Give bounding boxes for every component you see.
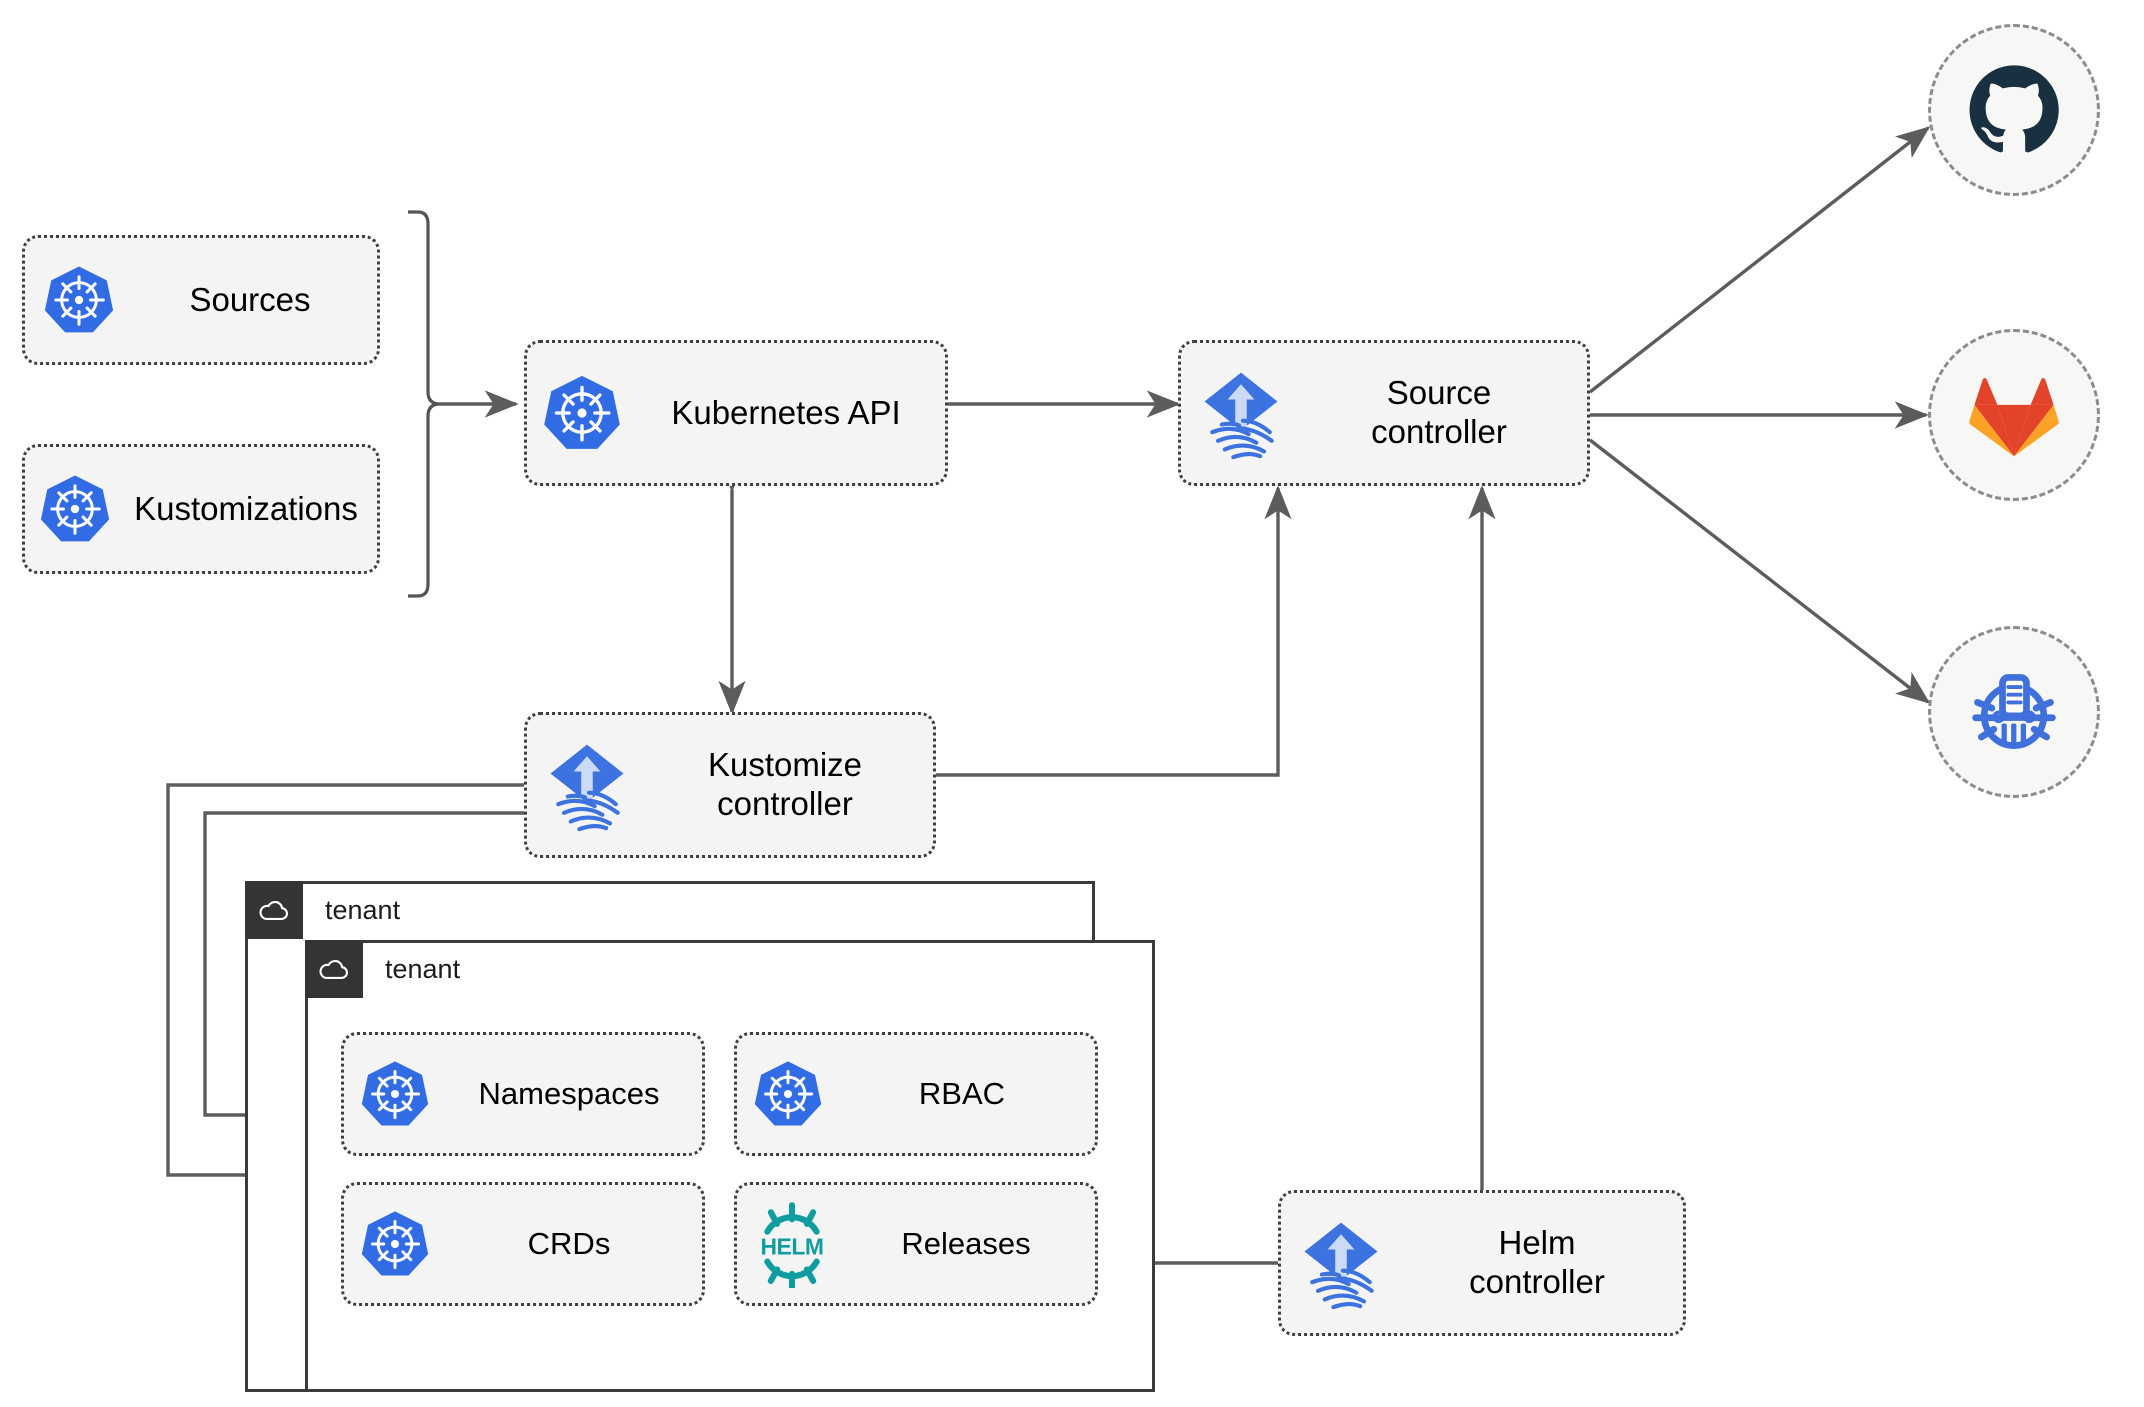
cloud-icon xyxy=(245,881,303,939)
node-source-controller[interactable]: Source controller xyxy=(1178,340,1590,486)
node-label: Kustomize controller xyxy=(707,746,863,822)
node-kubernetes-api[interactable]: Kubernetes API xyxy=(524,340,948,486)
svg-text:HELM: HELM xyxy=(760,1234,823,1260)
node-rbac[interactable]: RBAC xyxy=(734,1032,1098,1156)
github-icon xyxy=(1969,65,2059,153)
node-label: RBAC xyxy=(918,1075,1006,1111)
kubernetes-icon xyxy=(527,372,637,454)
node-label: Namespaces xyxy=(478,1075,660,1111)
node-helm-controller[interactable]: Helm controller xyxy=(1278,1190,1686,1336)
tenant-header: tenant xyxy=(245,881,400,939)
kubernetes-icon xyxy=(25,472,125,546)
flux-icon xyxy=(1181,365,1301,461)
tenant-label: tenant xyxy=(325,895,401,925)
helm-icon: HELM xyxy=(737,1200,847,1288)
node-namespaces[interactable]: Namespaces xyxy=(341,1032,705,1156)
provider-gitlab[interactable] xyxy=(1928,329,2100,501)
node-kustomizations[interactable]: Kustomizations xyxy=(22,444,380,574)
cloud-icon xyxy=(305,940,363,998)
kubernetes-icon xyxy=(344,1058,446,1130)
node-label: Releases xyxy=(901,1225,1031,1261)
tenant-container-front: tenant xyxy=(305,940,1155,1392)
provider-github[interactable] xyxy=(1928,24,2100,196)
kubernetes-icon xyxy=(737,1058,839,1130)
node-sources[interactable]: Sources xyxy=(22,235,380,365)
flux-icon xyxy=(1281,1215,1401,1311)
gitlab-icon xyxy=(1969,378,2059,457)
node-kustomize-controller[interactable]: Kustomize controller xyxy=(524,712,936,858)
flux-icon xyxy=(527,737,647,833)
node-crds[interactable]: CRDs xyxy=(341,1182,705,1306)
node-releases[interactable]: HELM Releases xyxy=(734,1182,1098,1306)
harbor-icon xyxy=(1972,674,2056,749)
tenant-label: tenant xyxy=(385,954,461,984)
node-label: CRDs xyxy=(527,1225,611,1261)
node-label: Helm controller xyxy=(1469,1224,1605,1300)
tenant-header: tenant xyxy=(305,940,460,998)
kubernetes-icon xyxy=(25,263,133,337)
kubernetes-icon xyxy=(344,1208,446,1280)
node-label: Kustomizations xyxy=(134,489,358,527)
node-label: Source controller xyxy=(1371,374,1507,450)
node-label: Sources xyxy=(189,280,311,318)
node-label: Kubernetes API xyxy=(671,393,901,431)
provider-harbor[interactable] xyxy=(1928,626,2100,798)
